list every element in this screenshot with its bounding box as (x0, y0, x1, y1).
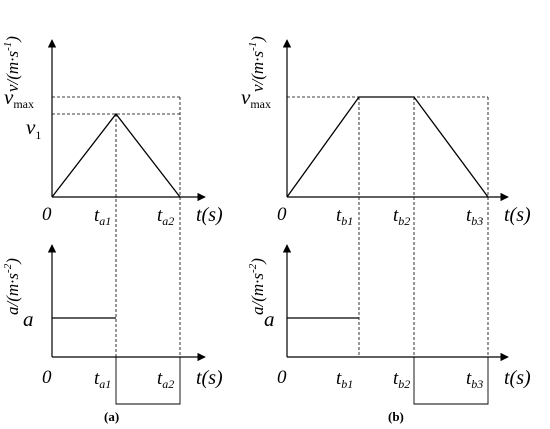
velocity-curve-b (286, 96, 489, 198)
v-axis-label-a: v/(m·s-1) (2, 36, 22, 92)
vmax-label-b: vmax (241, 85, 271, 111)
t1-label-b-acc: tb1 (336, 368, 353, 391)
time-label-b-acc: t(s) (504, 367, 531, 389)
t2-label-b-v: tb2 (393, 205, 410, 228)
time-label-b-v: t(s) (504, 204, 531, 226)
panel-a: v/(m·s-1) vmax v1 0 ta1 ta2 t(s) a/(m·s-… (2, 36, 223, 424)
v-axis-label-b: v/(m·s-1) (247, 36, 267, 92)
vmax-label-a: vmax (4, 85, 34, 111)
acceleration-graph-b: a/(m·s-2) a 0 tb1 tb2 tb3 t(s) (247, 244, 531, 405)
v1-label-a: v1 (26, 115, 41, 142)
origin-label-b-acc: 0 (277, 367, 287, 388)
time-label-a-acc: t(s) (196, 367, 223, 389)
a-level-label-b: a (264, 307, 275, 331)
t1-label-a-v: ta1 (94, 205, 111, 228)
a-axis-label-b: a/(m·s-2) (247, 258, 267, 315)
t3-label-b-acc: tb3 (466, 368, 483, 391)
t2-label-a-v: ta2 (157, 205, 174, 228)
a-axis-label-a: a/(m·s-2) (2, 258, 22, 315)
t1-label-a-acc: ta1 (94, 368, 111, 391)
velocity-graph-b: v/(m·s-1) vmax 0 tb1 tb2 tb3 t(s) (241, 36, 531, 228)
origin-label-a-v: 0 (42, 204, 52, 225)
velocity-graph-a: v/(m·s-1) vmax v1 0 ta1 ta2 t(s) (2, 36, 223, 228)
t1-label-b-v: tb1 (336, 205, 353, 228)
caption-b: (b) (388, 409, 404, 424)
acceleration-graph-a: a/(m·s-2) a 0 ta1 ta2 t(s) (2, 244, 223, 405)
caption-a: (a) (104, 409, 119, 424)
a-level-label-a: a (23, 307, 34, 331)
time-label-a-v: t(s) (196, 204, 223, 226)
panel-b: v/(m·s-1) vmax 0 tb1 tb2 tb3 t(s) a/(m·s… (241, 36, 531, 424)
decel-level-b (413, 357, 489, 405)
t3-label-b-v: tb3 (466, 205, 483, 228)
origin-label-a-acc: 0 (42, 367, 52, 388)
t2-label-b-acc: tb2 (393, 368, 410, 391)
decel-level-a (115, 357, 181, 405)
t2-label-a-acc: ta2 (157, 368, 174, 391)
origin-label-b-v: 0 (277, 204, 287, 225)
